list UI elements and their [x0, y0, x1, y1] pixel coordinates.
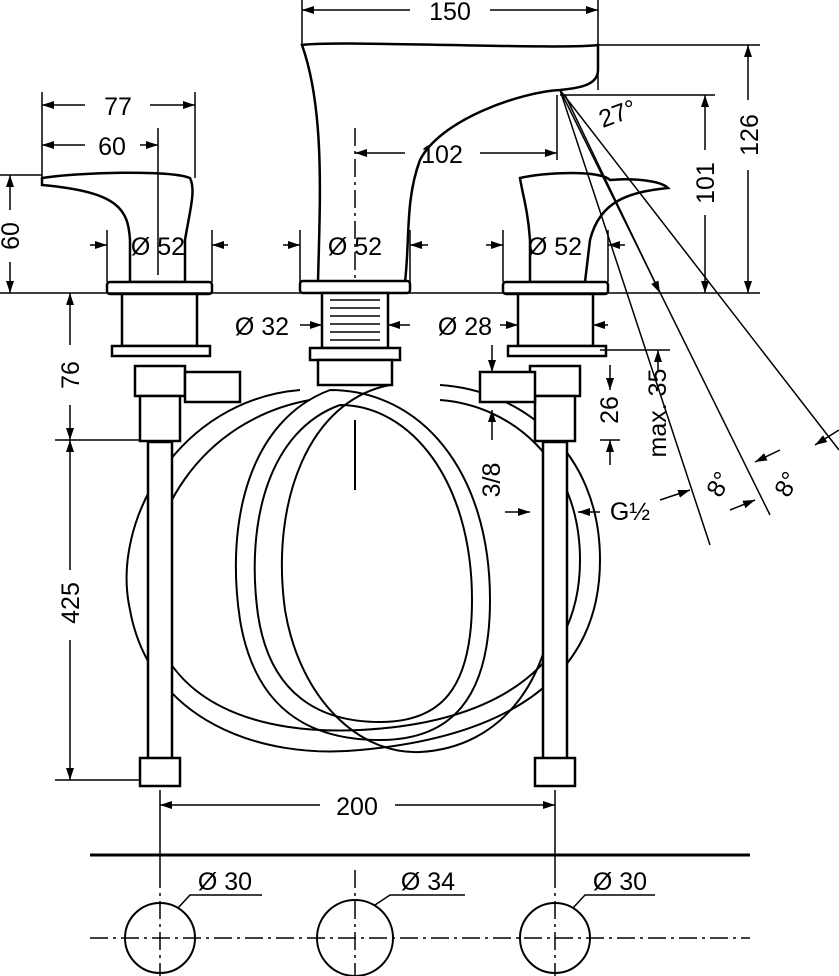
dim-77: 77 [104, 93, 132, 121]
dim-26: 26 [596, 396, 624, 424]
dim-150: 150 [429, 0, 471, 26]
dimension-lines [0, 0, 839, 870]
dim-shank-32: Ø 32 [235, 313, 289, 341]
dim-8-deg-b: 8° [769, 467, 805, 502]
dim-shank-28: Ø 28 [438, 313, 492, 341]
dim-101: 101 [692, 162, 720, 204]
right-handle-valve [478, 171, 671, 788]
dim-8-deg-a: 8° [701, 467, 737, 502]
dimension-labels: 150 77 60 102 27° 126 101 60 Ø 52 Ø 52 Ø… [0, 0, 805, 896]
supply-hoses [125, 384, 602, 754]
spout [298, 42, 600, 387]
dim-g-half: G½ [610, 498, 650, 526]
dim-60-lever: 60 [98, 133, 126, 161]
dim-425: 425 [57, 582, 85, 624]
dim-60-height: 60 [0, 222, 25, 250]
dim-base-center: Ø 52 [328, 233, 382, 261]
dim-27-deg: 27° [595, 94, 640, 133]
left-handle-valve [40, 171, 242, 788]
dim-max-35: max. 35 [644, 369, 672, 458]
dim-126: 126 [736, 114, 764, 156]
dim-102: 102 [421, 141, 463, 169]
dim-base-right: Ø 52 [528, 233, 582, 261]
dim-76: 76 [57, 361, 85, 389]
dim-hole-center: Ø 34 [401, 868, 455, 896]
dim-hole-left: Ø 30 [198, 868, 252, 896]
dim-hole-right: Ø 30 [593, 868, 647, 896]
dim-base-left: Ø 52 [131, 233, 185, 261]
dim-200: 200 [336, 793, 378, 821]
hole-center [316, 899, 394, 976]
deck-holes [90, 853, 750, 976]
dim-3-8: 3/8 [478, 463, 506, 498]
